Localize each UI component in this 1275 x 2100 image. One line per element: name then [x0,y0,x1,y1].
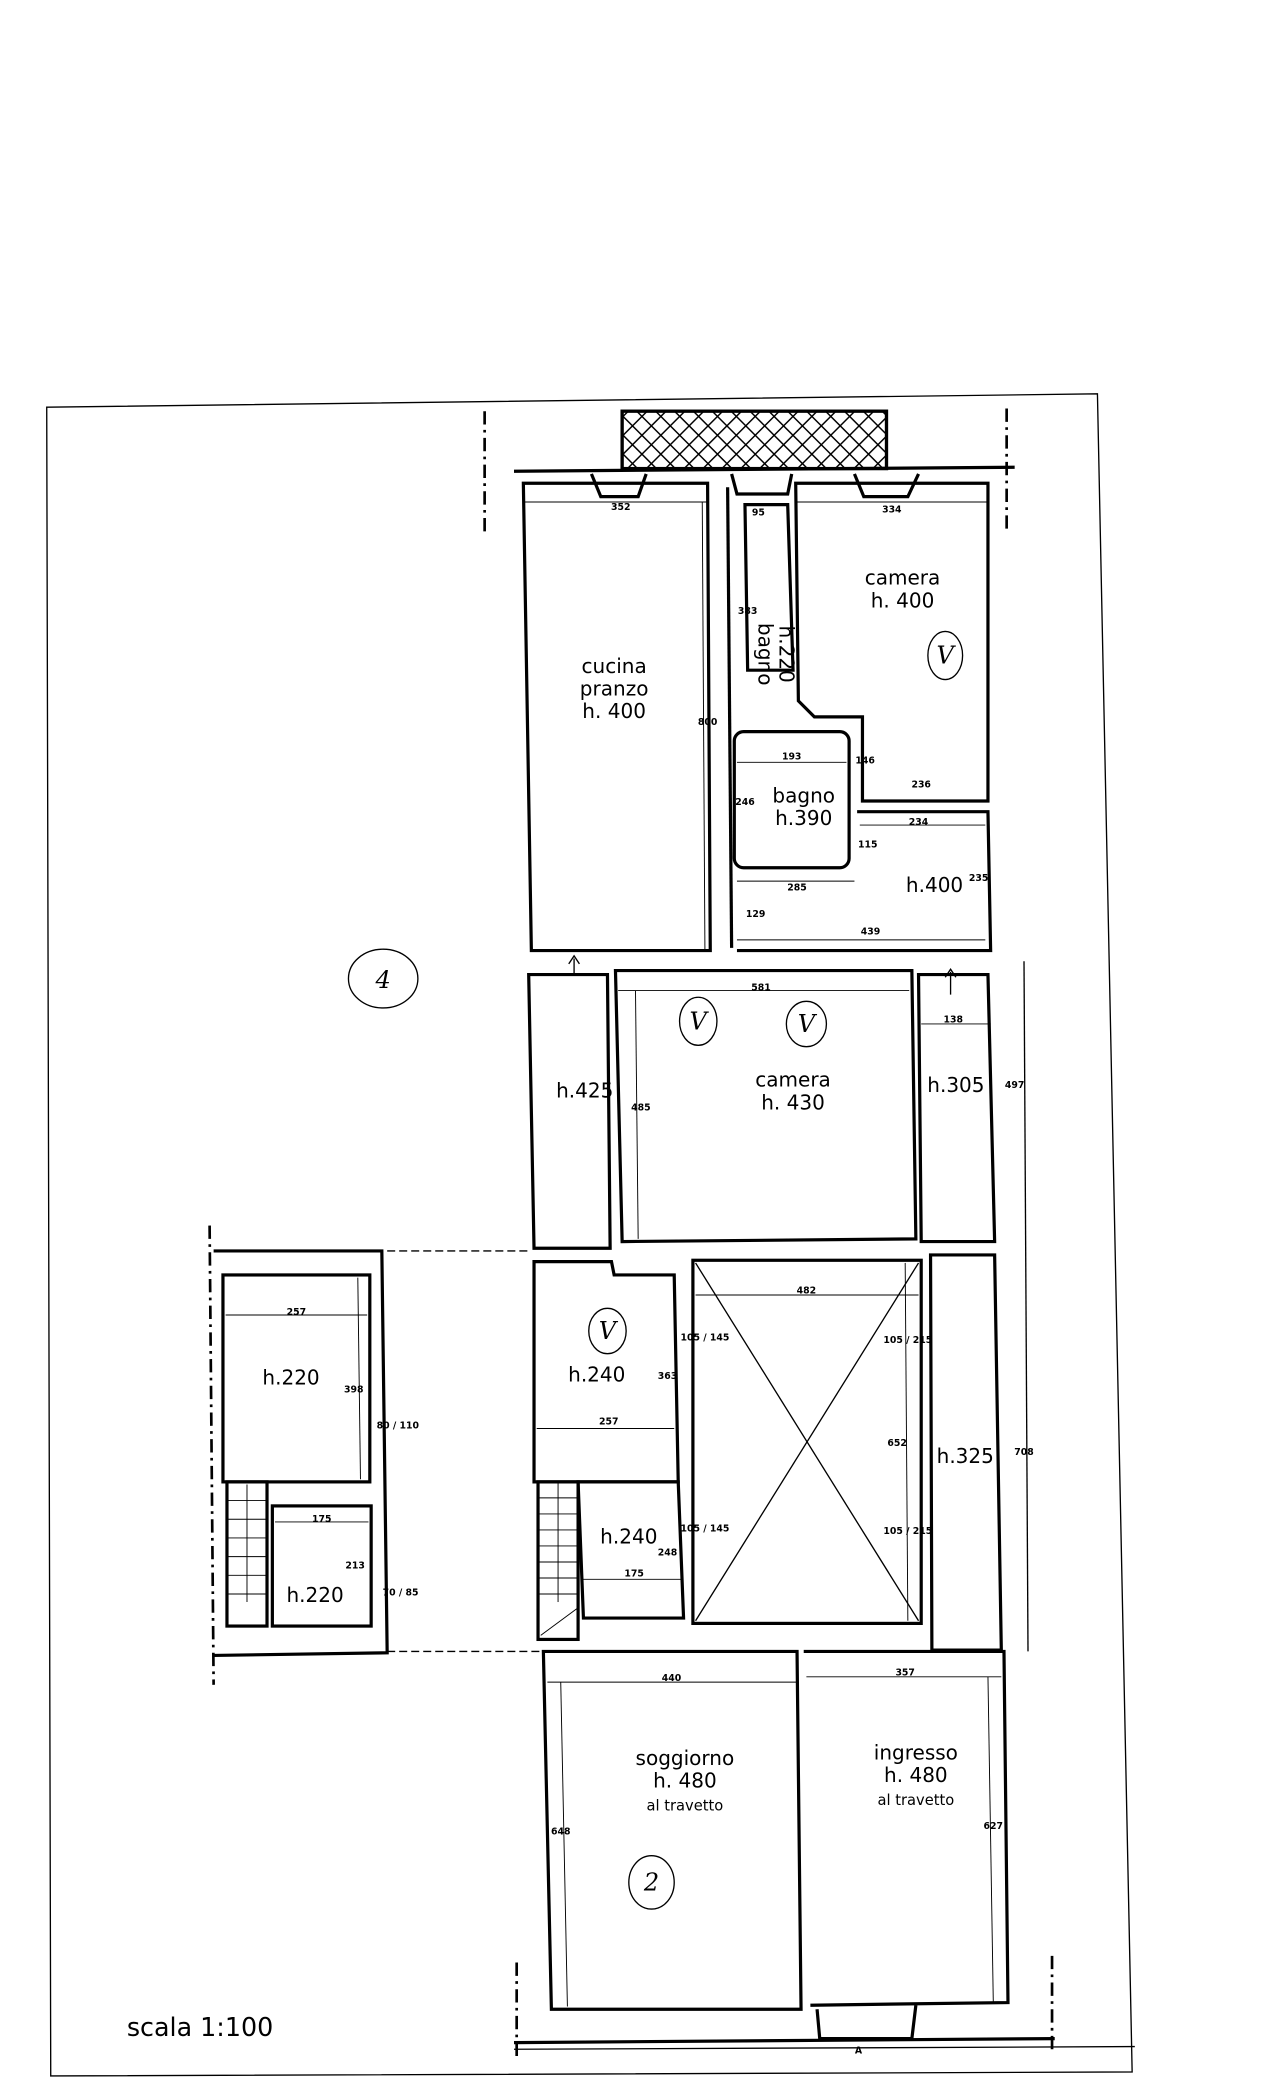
plan-label: 138 [944,1015,963,1026]
plan-label: 236 [911,780,930,791]
plan-label: 234 [909,817,929,828]
plan-label: 146 [855,756,874,767]
plan-label: 193 [782,752,801,763]
scale-label: scala 1:100 [127,2012,273,2042]
plan-label: 105 / 145 [680,1332,729,1343]
room-bagno-small: 95 383 bagno h.220 [726,487,799,948]
window-sills [589,473,920,499]
entrance-door[interactable] [815,2005,918,2041]
plan-label: 257 [599,1416,618,1427]
sheet-frame [46,393,1133,2077]
staircase [536,1480,580,1642]
plan-label: 257 [287,1307,306,1318]
room-ingresso: 357 627 ingresso h. 480 al travetto [803,1649,1010,2007]
plan-label: camera [755,1068,831,1092]
plan-label: h.220 [262,1365,319,1389]
plan-label: 357 [895,1667,914,1678]
plan-label: 129 [746,909,765,920]
plan-label: 80 / 110 [377,1420,420,1431]
room-h240-lower: 248 175 h.240 [576,1480,686,1620]
room-camera-top: 334 camera h. 400 146 236 [794,481,990,803]
plan-label: bagno [753,623,777,686]
plan-label: h. 480 [653,1769,717,1793]
plan-label: V [599,1317,619,1345]
plan-label: h. 400 [871,588,935,612]
plan-label: 627 [984,1821,1003,1832]
plan-label: h.305 [927,1073,984,1097]
plan-label: 235 [969,873,988,884]
plan-label: h.400 [906,873,963,897]
room-cucina-pranzo: 352 800 cucina pranzo h. 400 [521,481,718,953]
plan-label: 175 [312,1514,331,1525]
plan-label: 2 [643,1868,659,1896]
plan-label: 246 [735,797,754,808]
room-camera-mid: 581 485 camera h. 430 [613,968,918,1244]
plan-label: 213 [345,1561,364,1572]
plan-label: 439 [861,927,880,938]
room-h425: h.425 [527,954,613,1250]
plan-label: V [937,642,957,670]
plan-label: 440 [662,1673,682,1684]
plan-label: h. 400 [582,699,646,723]
plan-label: 352 [611,502,630,513]
plan-label: soggiorno [636,1746,735,1770]
plan-label: 334 [882,505,902,516]
plan-label: 398 [344,1384,363,1395]
plan-label: al travetto [878,1792,955,1809]
room-h400: 234 115 285 235 129 439 h.400 [736,810,993,953]
plan-label: V [798,1010,818,1038]
plan-label: camera [865,566,941,590]
plan-label: 285 [787,882,806,893]
street-line-2 [514,2045,1135,2050]
room-soggiorno: 440 648 soggiorno h. 480 al travetto [541,1649,803,2011]
room-bagno: 193 246 bagno h.390 [732,729,851,870]
handwritten-annotations: 4 V V V V 2 [347,630,964,1910]
annex-building: 257 398 h.220 80 / 110 175 213 h.220 70 … [208,1225,548,1685]
plan-label: 95 [752,507,765,518]
overall-dimension-line [1023,961,1029,1652]
room-h240-upper: 363 257 h.240 [532,1259,680,1484]
plan-label: ingresso [874,1741,958,1765]
plan-label: 175 [624,1569,643,1580]
plan-label: 4 [375,966,391,994]
plan-label: 105 / 215 [883,1335,932,1346]
plan-label: h.240 [568,1363,625,1387]
balcony-hatched [620,409,889,471]
plan-label: bagno [772,783,835,807]
plan-label: 115 [858,840,877,851]
plan-label: h. 430 [761,1090,825,1114]
void-double-height: 482 652 105 / 145 105 / 145 105 / 215 10… [680,1258,932,1625]
plan-label: 248 [658,1547,677,1558]
room-h305: 138 h.305 [916,968,997,1244]
plan-label: h.325 [937,1444,994,1468]
room-h325: h.325 [928,1253,1003,1652]
plan-label: 485 [631,1103,650,1114]
facade-line [513,465,1015,473]
plan-label: 708 [1014,1447,1033,1458]
plan-label: V [690,1007,710,1035]
plan-label: 482 [797,1286,816,1297]
street-line [513,2036,1055,2045]
plan-label: 800 [698,717,718,728]
plan-label: h.390 [775,806,832,830]
plan-label: h.220 [286,1583,343,1607]
plan-label: cucina [582,654,647,678]
plan-label: 648 [551,1826,570,1837]
plan-label: 383 [738,606,757,617]
plan-label: h.425 [556,1078,613,1102]
plan-label: 70 / 85 [383,1587,419,1598]
plan-label: 497 [1005,1080,1024,1091]
plan-label: A [855,2045,863,2056]
plan-label: 581 [751,983,770,994]
plan-label: 105 / 215 [883,1526,932,1537]
plan-label: h. 480 [884,1763,948,1787]
plan-label: 105 / 145 [680,1523,729,1534]
plan-label: al travetto [647,1797,724,1814]
plan-label: 652 [887,1438,906,1449]
plan-label: h.240 [600,1524,657,1548]
plan-label: 363 [658,1371,677,1382]
plan-label: pranzo [580,677,649,701]
plan-label: h.220 [775,626,799,683]
